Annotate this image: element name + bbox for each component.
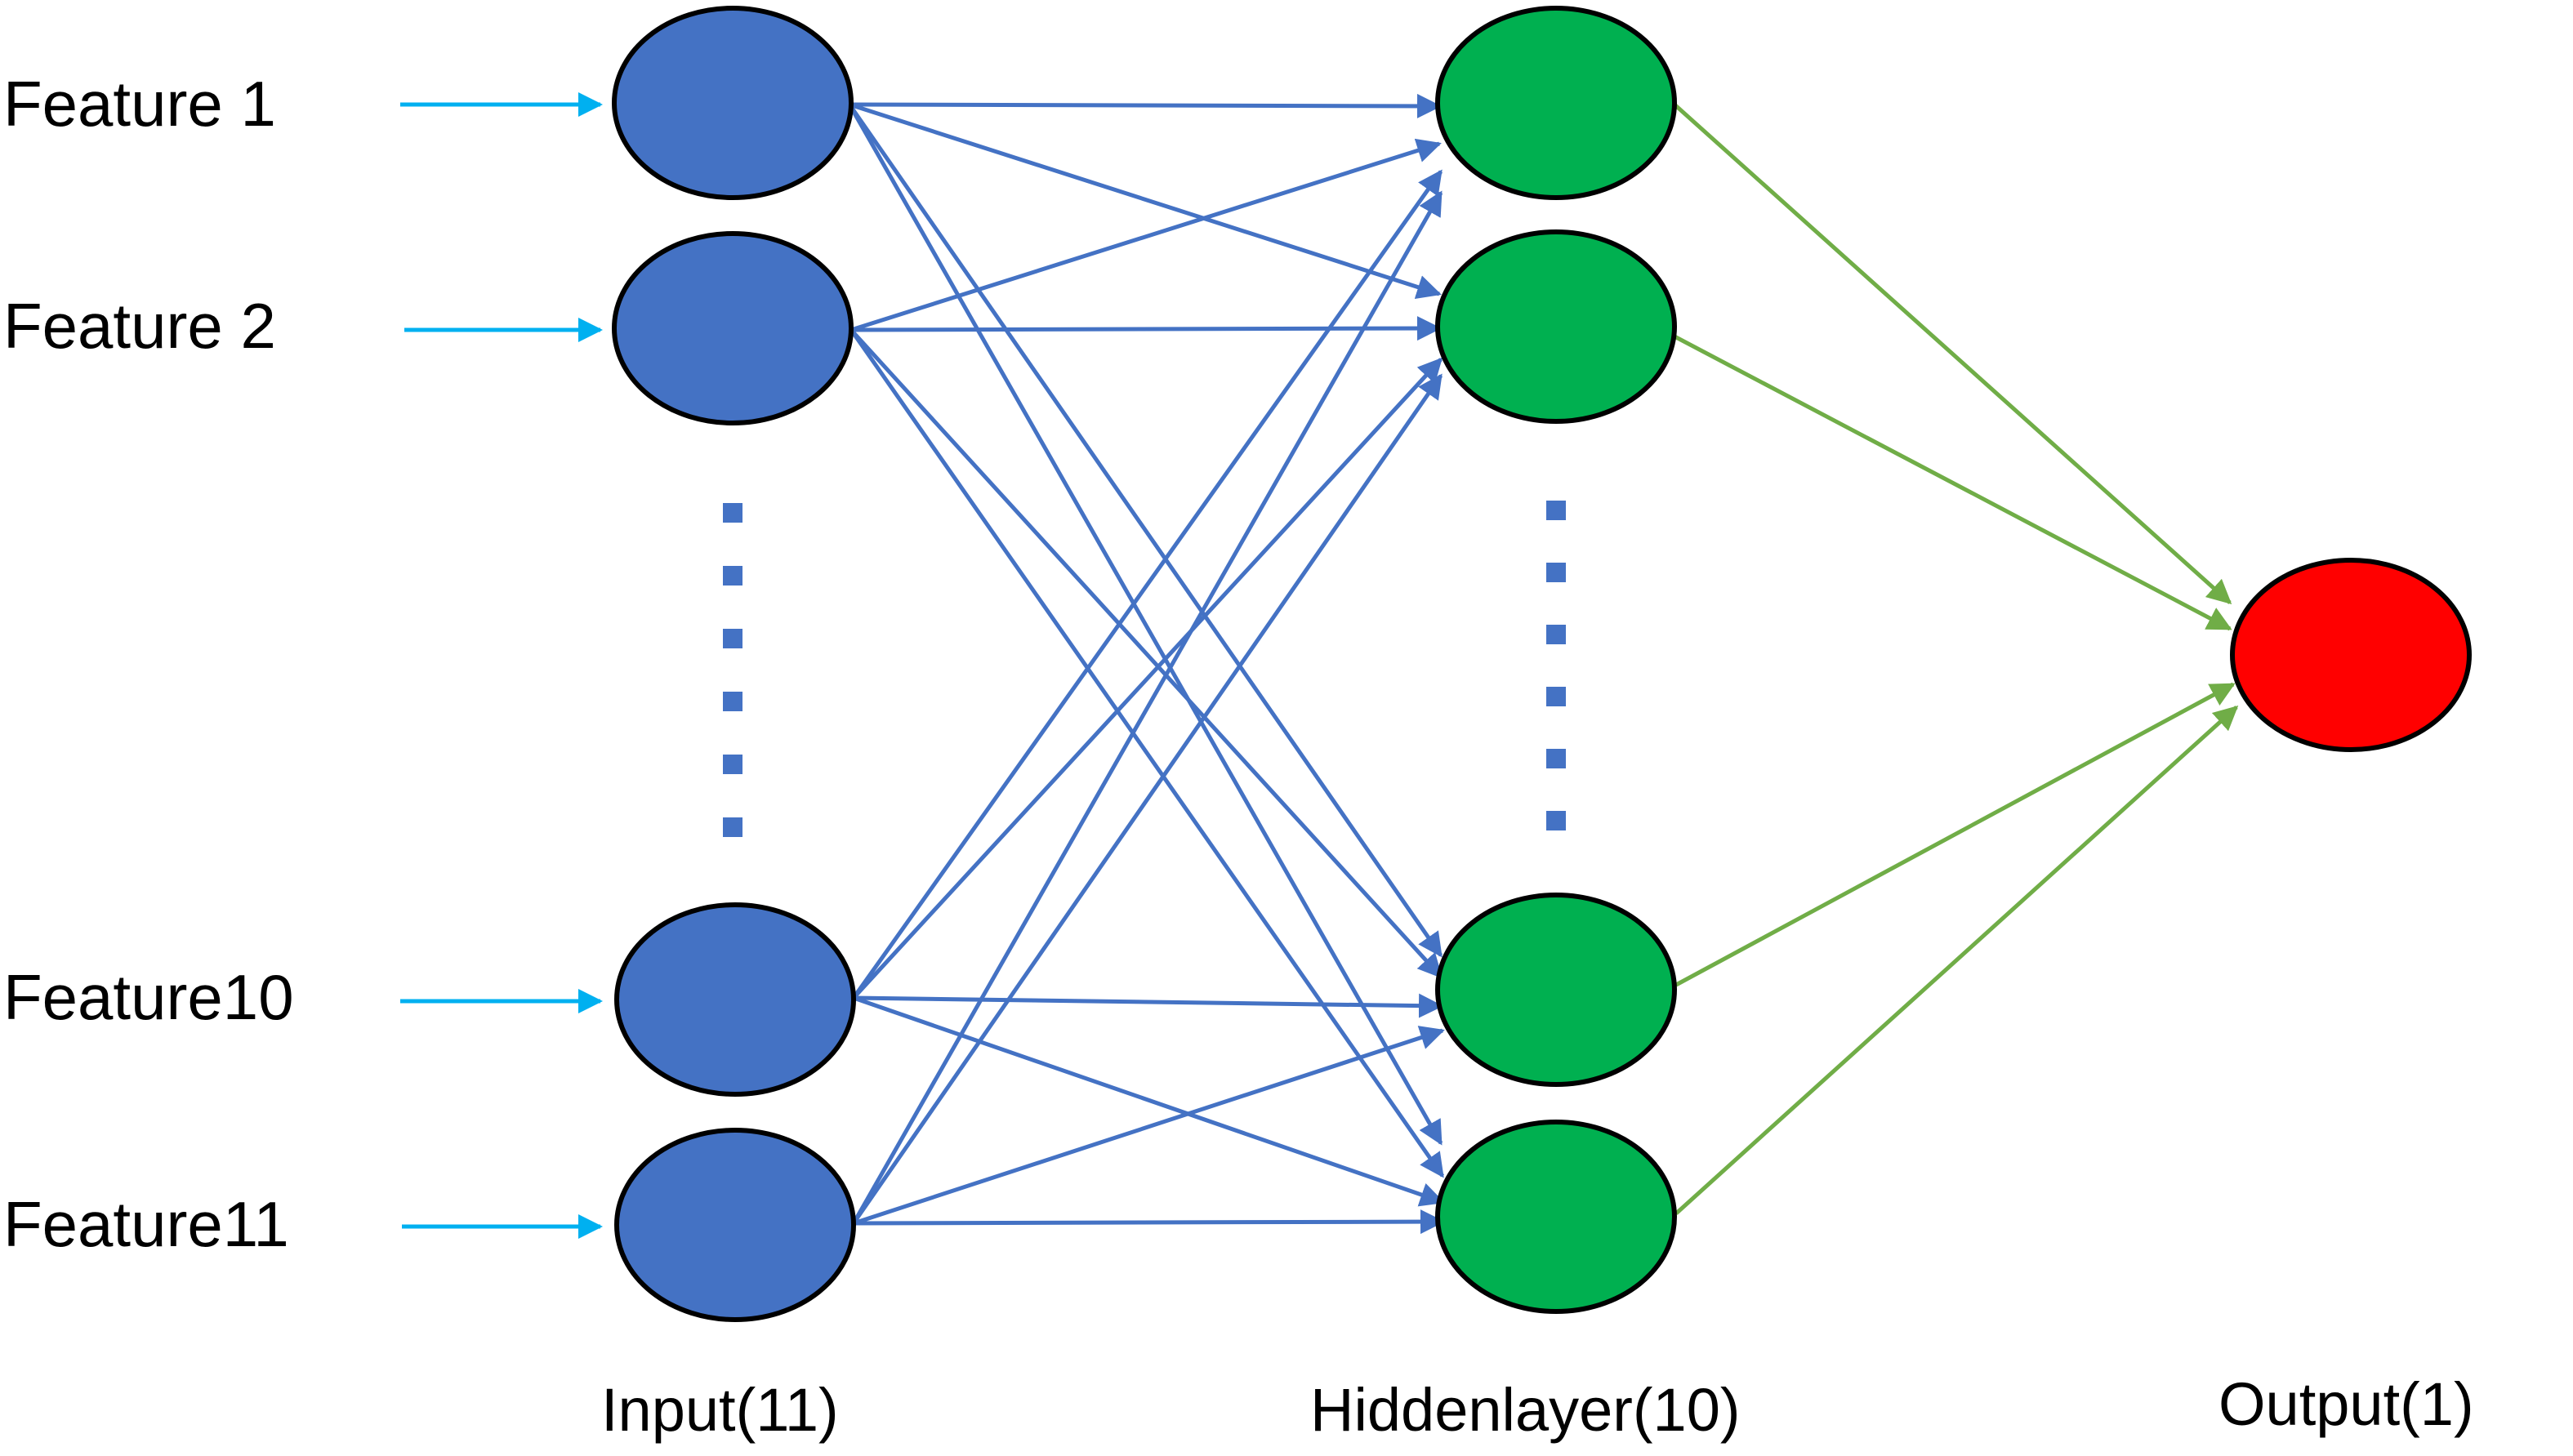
hidden-node-10 (1435, 1120, 1677, 1314)
input-layer-label: Input(11) (601, 1376, 839, 1444)
feature-label-2: Feature 2 (3, 290, 276, 362)
output-node (2230, 558, 2472, 752)
feature-label-11: Feature11 (3, 1188, 289, 1260)
output-layer-label: Output(1) (2218, 1370, 2474, 1438)
edge-input-1-hidden-1 (849, 93, 1442, 118)
hidden-node-9 (1435, 893, 1677, 1087)
hidden-output-edges (1673, 103, 2239, 1215)
edge-input-3-hidden-1 (851, 169, 1443, 1000)
edge-input-4-hidden-1 (851, 190, 1443, 1225)
edge-input-2-hidden-2 (850, 316, 1442, 341)
hidden-node-1 (1435, 6, 1677, 200)
hidden-ellipsis (1546, 501, 1566, 830)
edge-input-4-hidden-2 (851, 373, 1443, 1225)
input-node-1 (612, 6, 854, 200)
edge-input-4-hidden-3 (853, 1026, 1445, 1226)
edge-input-1-hidden-3 (847, 103, 1443, 958)
hidden-node-2 (1435, 229, 1677, 424)
edge-hidden-4-output (1674, 705, 2239, 1215)
input-hidden-edges (847, 93, 1445, 1235)
hidden-layer-label: Hiddenlayer(10) (1310, 1376, 1741, 1444)
input-ellipsis (723, 503, 742, 837)
edge-hidden-1-output (1673, 103, 2232, 605)
edge-input-3-hidden-4 (853, 995, 1445, 1207)
edge-hidden-3-output (1674, 682, 2236, 987)
edge-input-1-hidden-2 (849, 102, 1442, 300)
input-node-11 (614, 1128, 856, 1322)
edge-input-1-hidden-4 (847, 103, 1443, 1146)
edge-input-2-hidden-4 (849, 328, 1445, 1178)
edge-input-3-hidden-3 (853, 993, 1443, 1018)
input-node-10 (614, 902, 856, 1097)
input-node-2 (612, 231, 854, 425)
edge-hidden-2-output (1673, 334, 2232, 631)
edge-input-3-hidden-2 (852, 357, 1443, 1000)
edge-input-2-hidden-3 (849, 328, 1443, 979)
edge-input-4-hidden-4 (853, 1209, 1445, 1235)
edge-input-2-hidden-1 (850, 138, 1442, 332)
feature-label-10: Feature10 (3, 961, 294, 1033)
feature-label-1: Feature 1 (3, 68, 276, 140)
